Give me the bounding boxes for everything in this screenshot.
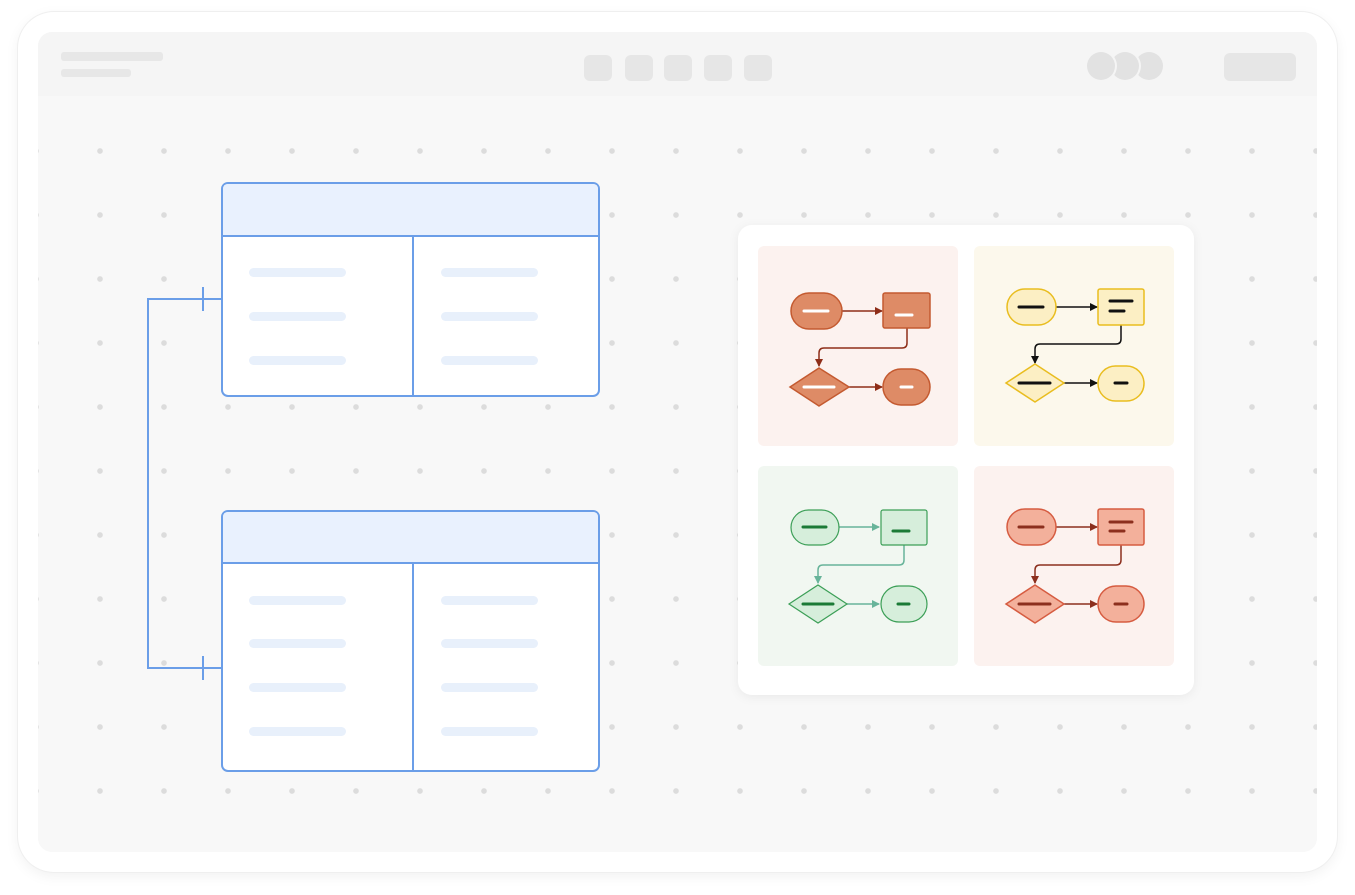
entity-table-bottom[interactable] (221, 510, 600, 772)
flow-process[interactable] (1097, 508, 1145, 546)
template-card-coral[interactable] (974, 466, 1174, 666)
flow-process[interactable] (880, 509, 928, 546)
flow-process[interactable] (1097, 288, 1145, 326)
flow-process[interactable] (882, 292, 931, 329)
table-rows (249, 596, 538, 736)
collaborator-avatar-3[interactable] (1135, 52, 1163, 80)
table-rows (249, 268, 538, 365)
template-card-yellow[interactable] (974, 246, 1174, 446)
flowchart-template-panel (738, 225, 1194, 695)
shape-tool-button[interactable] (625, 55, 653, 81)
document-subtitle-placeholder (61, 69, 131, 77)
template-card-orange[interactable] (758, 246, 958, 446)
text-tool-button[interactable] (664, 55, 692, 81)
table-header (223, 184, 598, 236)
share-button[interactable] (1224, 53, 1296, 81)
select-tool-button[interactable] (584, 55, 612, 81)
collaborator-avatar-2[interactable] (1111, 52, 1139, 80)
sticky-tool-button[interactable] (744, 55, 772, 81)
entity-table-top[interactable] (221, 182, 600, 397)
collaborator-avatar-1[interactable] (1087, 52, 1115, 80)
template-card-green[interactable] (758, 466, 958, 666)
relationship-connector[interactable] (147, 287, 222, 680)
connector-tool-button[interactable] (704, 55, 732, 81)
table-header (223, 512, 598, 563)
document-title-placeholder[interactable] (61, 52, 163, 61)
top-toolbar (38, 32, 1317, 96)
